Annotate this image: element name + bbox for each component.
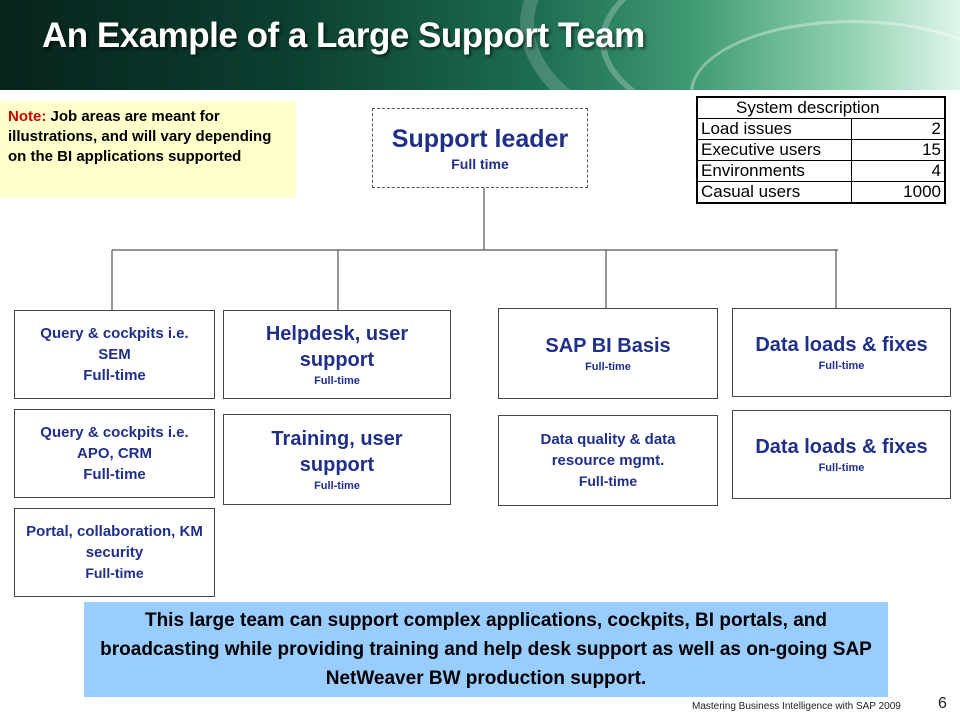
role-box-query-sem: Query & cockpits i.e. SEM Full-time [14,310,215,399]
table-cell-value: 4 [851,160,946,182]
role-title: Helpdesk, user support [265,322,409,371]
role-box-data-loads-1: Data loads & fixes Full-time [732,308,951,397]
role-title: SAP BI Basis [545,334,671,357]
role-subtitle: Full-time [818,461,865,474]
role-subtitle: Full-time [314,374,360,387]
role-subtitle: Full-time [578,473,638,489]
support-leader-title: Support leader [391,125,569,153]
role-title: Data loads & fixes [755,333,928,356]
title-banner: An Example of a Large Support Team [0,0,960,90]
role-subtitle: Full-time [83,466,146,483]
table-cell-value: 2 [851,118,946,140]
role-box-data-quality: Data quality & data resource mgmt. Full-… [498,415,718,506]
role-title: Data loads & fixes [755,435,928,458]
role-box-portal-km: Portal, collaboration, KM security Full-… [14,508,215,597]
role-subtitle: Full-time [585,360,631,373]
table-row: Casual users 1000 [696,181,946,204]
table-cell-value: 1000 [851,181,946,204]
table-cell-label: Load issues [696,118,852,140]
role-title: Query & cockpits i.e. APO, CRM [40,424,189,462]
role-subtitle: Full-time [85,565,144,581]
support-leader-box: Support leader Full time [372,108,588,188]
table-cell-label: Environments [696,160,852,182]
note-text: Job areas are meant for illustrations, a… [8,108,272,165]
table-cell-label: Casual users [696,181,852,204]
role-subtitle: Full-time [818,359,865,372]
page-number: 6 [938,695,947,712]
table-row: Load issues 2 [696,118,946,140]
table-cell-label: Executive users [696,139,852,161]
role-box-sap-bi-basis: SAP BI Basis Full-time [498,308,718,399]
table-row: Environments 4 [696,160,946,182]
banner-swirl [600,0,960,90]
role-box-query-apo-crm: Query & cockpits i.e. APO, CRM Full-time [14,409,215,498]
footer-text: Mastering Business Intelligence with SAP… [692,701,901,712]
role-title: Training, user support [271,427,403,476]
role-title: Data quality & data resource mgmt. [540,431,676,469]
note-label: Note: [8,108,47,125]
page-title: An Example of a Large Support Team [42,16,645,55]
table-header-row: System description [696,96,946,119]
role-title: Query & cockpits i.e. SEM [40,325,189,363]
support-leader-subtitle: Full time [451,156,509,172]
system-description-table: System description Load issues 2 Executi… [696,96,946,204]
summary-callout: This large team can support complex appl… [84,602,888,697]
table-header: System description [696,96,946,119]
note-box: Note: Job areas are meant for illustrati… [0,101,296,198]
role-title: Portal, collaboration, KM security [26,523,203,561]
role-box-helpdesk: Helpdesk, user support Full-time [223,310,451,399]
role-subtitle: Full-time [83,367,146,384]
role-subtitle: Full-time [314,479,360,492]
role-box-training: Training, user support Full-time [223,414,451,505]
role-box-data-loads-2: Data loads & fixes Full-time [732,410,951,499]
